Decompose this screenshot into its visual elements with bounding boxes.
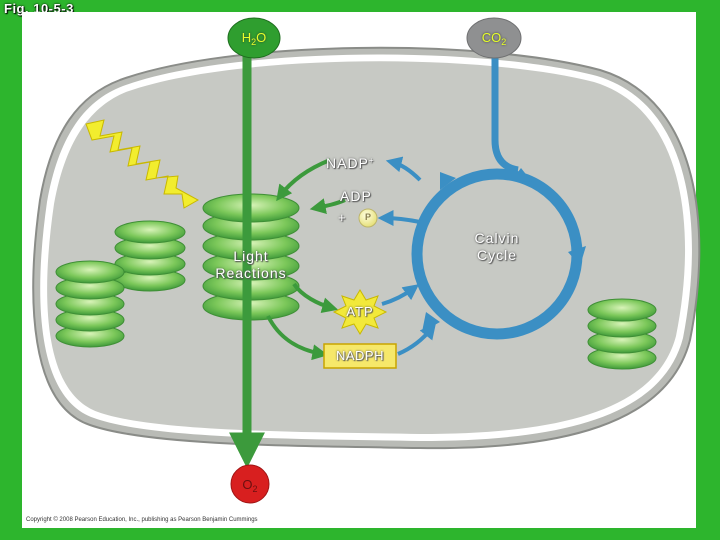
atp-label: ATP: [346, 304, 374, 319]
adp-to-light-reactions-arrow: [309, 198, 346, 214]
granum-right: [587, 298, 657, 370]
oxygen-label: O2: [242, 477, 258, 494]
granum-left-front: [55, 260, 125, 348]
light-reactions-to-nadph-arrow: [266, 315, 329, 361]
nadp-to-light-reactions-arrow: [276, 158, 331, 202]
co2-circle: [466, 17, 522, 59]
light-bolt-icon: [85, 119, 200, 209]
light-reactions-line-2: Reactions: [215, 265, 287, 281]
phosphate-label: P: [364, 212, 371, 222]
copyright-text: Copyright © 2008 Pearson Education, Inc.…: [26, 517, 258, 523]
calvin-cycle-label: Calvin Cycle: [450, 230, 544, 264]
calvin-cycle-line-1: Calvin: [474, 230, 520, 246]
oxygen-circle: [230, 464, 270, 504]
light-reactions-label: Light Reactions: [196, 248, 306, 282]
calvin-cycle-line-2: Cycle: [476, 247, 517, 263]
light-reactions-line-1: Light: [233, 248, 269, 264]
adp-label: ADP: [340, 188, 372, 204]
atp-burst: [332, 289, 388, 335]
co2-to-calvin-arrow: [491, 50, 519, 174]
calvin-to-nadp-arrow: [385, 156, 422, 182]
water-circle: [227, 17, 281, 59]
stroma: [47, 61, 686, 435]
chloroplast: [32, 46, 701, 450]
co2-label: CO2: [481, 30, 507, 47]
phosphate-circle: [358, 208, 378, 228]
calvin-cycle-ring: [411, 168, 586, 340]
nadph-to-calvin-arrow: [397, 323, 436, 356]
nadph-box: [323, 343, 397, 369]
atp-to-calvin-arrow: [381, 284, 420, 306]
calvin-to-adp-arrow: [377, 210, 421, 227]
nadp-plus-label: NADP+: [326, 155, 375, 171]
water-label: H2O: [241, 30, 267, 47]
nadph-label: NADPH: [335, 348, 384, 363]
granum-left-back: [114, 220, 186, 292]
plus-sign: +: [338, 210, 347, 225]
light-reactions-to-atp-arrow: [292, 282, 339, 314]
